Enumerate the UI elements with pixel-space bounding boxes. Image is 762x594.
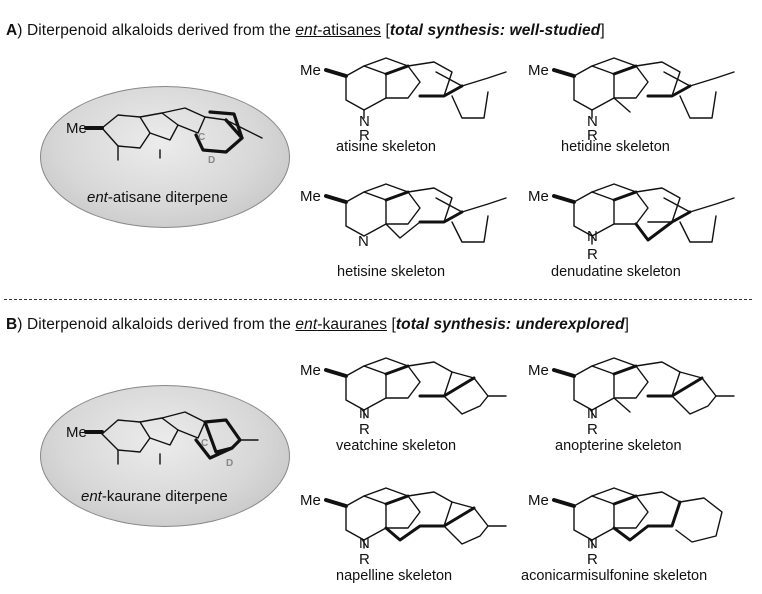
me-label: Me — [528, 62, 549, 79]
nitrogen-label: N — [359, 405, 370, 422]
section-divider — [4, 299, 752, 300]
ring-d-label: D — [208, 155, 215, 166]
hetisine-structure — [324, 183, 507, 243]
nitrogen-label: N — [587, 535, 598, 552]
nitrogen-label: N — [359, 535, 370, 552]
napelline-structure — [324, 487, 507, 549]
nitrogen-label: N — [587, 113, 598, 130]
me-label: Me — [300, 492, 321, 509]
me-label: Me — [528, 188, 549, 205]
atisine-skeleton-label: atisine skeleton — [336, 139, 436, 155]
aconicarmisulfonine-skeleton-label: aconicarmisulfonine skeleton — [521, 568, 708, 584]
nitrogen-label: N — [587, 228, 598, 245]
ring-d-label: D — [226, 458, 233, 469]
anopterine-structure — [552, 357, 735, 419]
ent-kaurane-label: ent-kaurane diterpene — [81, 488, 228, 505]
veatchine-structure — [324, 357, 507, 419]
me-label: Me — [528, 492, 549, 509]
denudatine-structure — [552, 183, 735, 245]
r-label: R — [359, 127, 370, 144]
me-label: Me — [66, 424, 87, 441]
nitrogen-label: N — [359, 113, 370, 130]
nitrogen-label: N — [358, 233, 369, 250]
hetidine-skeleton-label: hetidine skeleton — [561, 139, 670, 155]
ent-kaurane-structure — [84, 411, 259, 465]
r-label: R — [359, 421, 370, 438]
aconicarmisulfonine-structure — [552, 487, 723, 549]
ent-atisane-structure — [84, 107, 263, 161]
me-label: Me — [528, 362, 549, 379]
me-label: Me — [300, 362, 321, 379]
hetidine-structure — [552, 57, 735, 119]
me-label: Me — [66, 120, 87, 137]
r-label: R — [587, 421, 598, 438]
anopterine-skeleton-label: anopterine skeleton — [555, 438, 682, 454]
hetisine-skeleton-label: hetisine skeleton — [337, 264, 446, 280]
ent-atisane-oval — [40, 86, 290, 228]
ent-atisane-label: ent-atisane diterpene — [87, 189, 228, 206]
r-label: R — [359, 551, 370, 568]
nitrogen-label: N — [587, 405, 598, 422]
section-a-heading: A) Diterpenoid alkaloids derived from th… — [6, 22, 605, 39]
napelline-skeleton-label: napelline skeleton — [336, 568, 453, 584]
ring-c-label: C — [198, 132, 205, 143]
denudatine-skeleton-label: denudatine skeleton — [551, 264, 681, 280]
me-label: Me — [300, 188, 321, 205]
atisine-structure — [324, 57, 507, 119]
r-label: R — [587, 551, 598, 568]
section-b-heading: B) Diterpenoid alkaloids derived from th… — [6, 316, 629, 333]
ent-kaurane-oval — [40, 385, 290, 527]
ring-c-label: C — [201, 438, 208, 449]
veatchine-skeleton-label: veatchine skeleton — [336, 438, 457, 454]
r-label: R — [587, 246, 598, 263]
me-label: Me — [300, 62, 321, 79]
r-label: R — [587, 127, 598, 144]
